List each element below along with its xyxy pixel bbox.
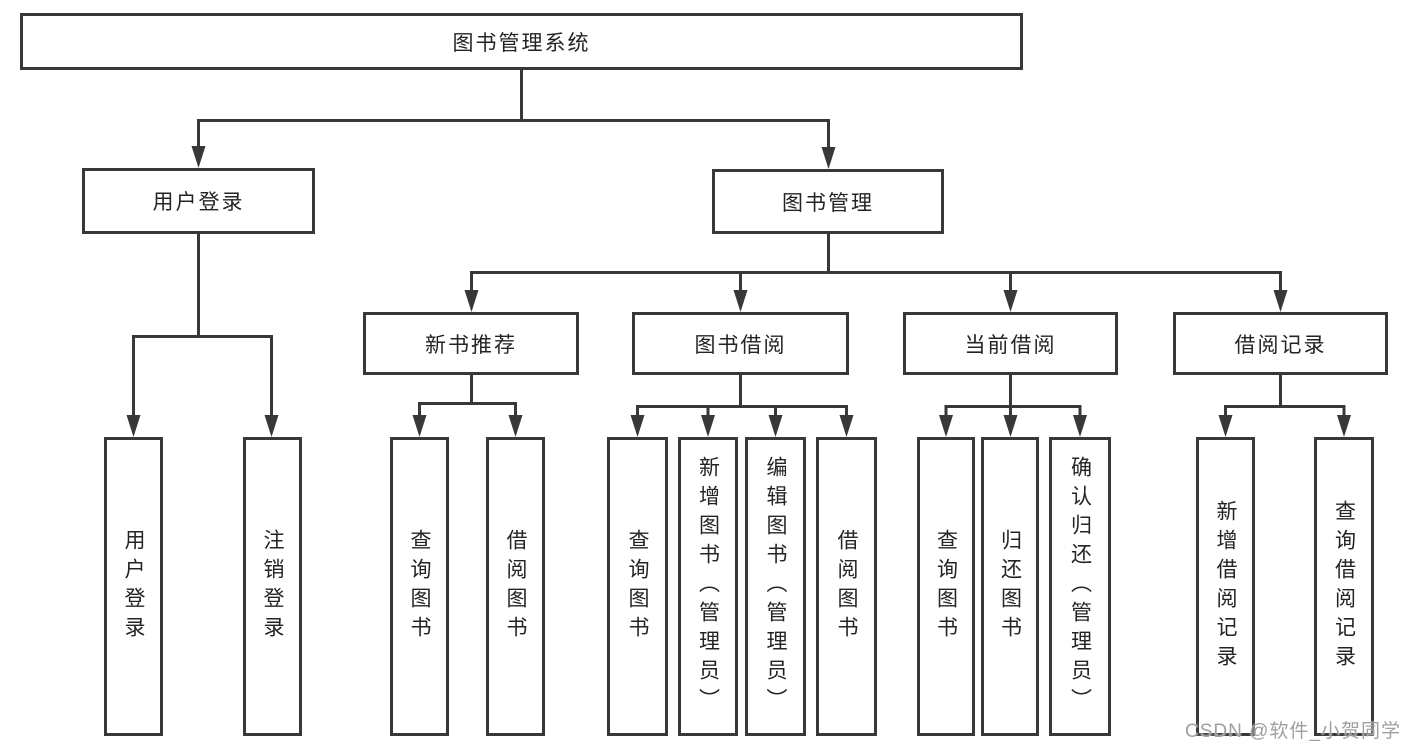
node-current-borrowing-label: 当前借阅: [964, 333, 1057, 357]
leaf-edit-books-admin-label: 编辑图书（管理员）: [764, 456, 787, 717]
node-user-login: 用户登录: [82, 168, 315, 234]
leaf-borrow-books-label: 借阅图书: [835, 528, 858, 645]
leaf-add-borrow-record: 新增借阅记录: [1196, 437, 1255, 736]
connector-borrowing-records-children: [1224, 375, 1346, 419]
leaf-query-books-borrowing-label: 查询图书: [626, 528, 649, 645]
leaf-query-borrow-record: 查询借阅记录: [1314, 437, 1374, 736]
connector-book-borrowing-children: [636, 375, 848, 419]
connector-current-borrowing-children: [944, 375, 1082, 419]
connector-root-to-level2: [197, 69, 830, 150]
node-root: 图书管理系统: [20, 13, 1023, 70]
node-current-borrowing: 当前借阅: [903, 312, 1118, 375]
leaf-add-books-admin: 新增图书（管理员）: [678, 437, 738, 736]
arrowheads: [126, 146, 1351, 437]
connector-new-book-recommendation-children: [418, 375, 517, 419]
watermark: CSDN @软件_小贺同学: [1185, 721, 1401, 742]
leaf-query-books-recommend: 查询图书: [390, 437, 449, 736]
leaf-query-books-recommend-label: 查询图书: [408, 528, 431, 645]
node-new-book-recommendation: 新书推荐: [363, 312, 579, 375]
leaf-return-books-label: 归还图书: [998, 528, 1022, 645]
node-book-management-label: 图书管理: [782, 191, 874, 215]
leaf-logout-label: 注销登录: [261, 528, 284, 645]
leaf-user-login-label: 用户登录: [122, 528, 145, 645]
leaf-query-borrow-record-label: 查询借阅记录: [1332, 499, 1356, 674]
leaf-borrow-books-recommend-label: 借阅图书: [504, 528, 527, 645]
leaf-confirm-return-admin-label: 确认归还（管理员）: [1068, 456, 1092, 717]
leaf-add-books-admin-label: 新增图书（管理员）: [696, 456, 720, 717]
leaf-borrow-books-recommend: 借阅图书: [486, 437, 545, 736]
leaf-add-borrow-record-label: 新增借阅记录: [1214, 499, 1237, 674]
leaf-logout: 注销登录: [243, 437, 302, 736]
leaf-query-books-current: 查询图书: [917, 437, 975, 736]
leaf-confirm-return-admin: 确认归还（管理员）: [1049, 437, 1111, 736]
leaf-return-books: 归还图书: [981, 437, 1039, 736]
node-user-login-label: 用户登录: [152, 191, 245, 214]
leaf-borrow-books: 借阅图书: [816, 437, 877, 736]
node-new-book-recommendation-label: 新书推荐: [425, 333, 517, 357]
leaf-edit-books-admin: 编辑图书（管理员）: [745, 437, 806, 736]
node-book-borrowing-label: 图书借阅: [694, 333, 787, 357]
node-root-label: 图书管理系统: [452, 31, 591, 55]
leaf-query-books-borrowing: 查询图书: [607, 437, 668, 736]
connector-book-management-children: [470, 233, 1282, 293]
leaf-user-login: 用户登录: [104, 437, 163, 736]
node-book-borrowing: 图书借阅: [632, 312, 849, 375]
node-book-management: 图书管理: [712, 169, 944, 234]
connector-user-login-children: [132, 233, 273, 419]
leaf-query-books-current-label: 查询图书: [934, 528, 958, 645]
node-borrowing-records: 借阅记录: [1173, 312, 1388, 375]
node-borrowing-records-label: 借阅记录: [1234, 333, 1327, 357]
